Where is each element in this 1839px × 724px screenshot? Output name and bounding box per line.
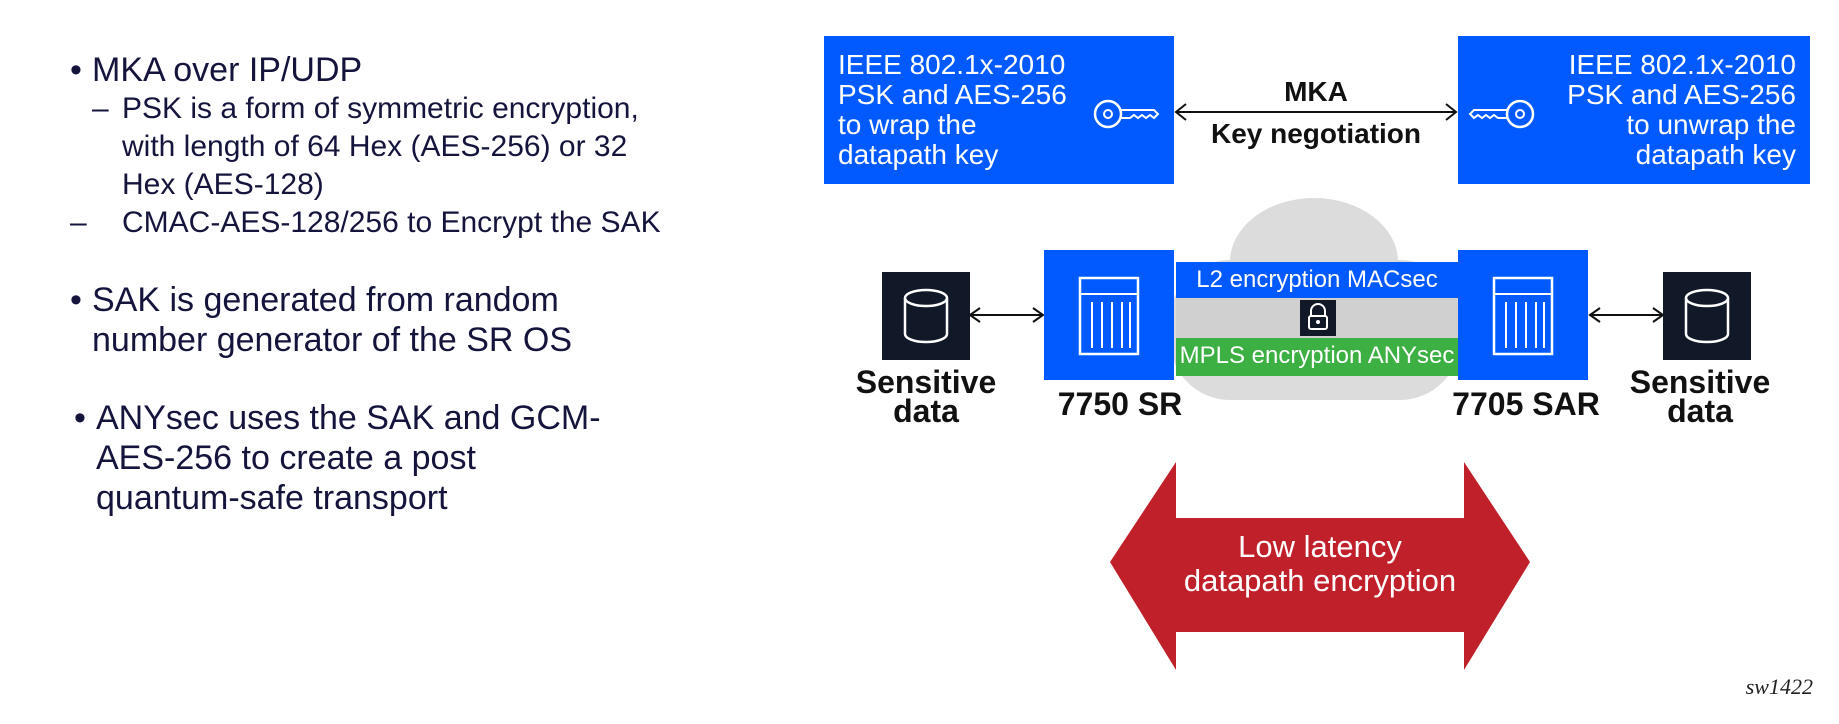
bullet-list: •MKA over IP/UDP –PSK is a form of symme…	[70, 50, 790, 518]
database-right	[1663, 272, 1751, 360]
link-arrow-left	[968, 307, 1045, 323]
right-key-box: IEEE 802.1x-2010 PSK and AES-256 to unwr…	[1458, 36, 1810, 184]
bullet-sak: •SAK is generated from random number gen…	[70, 281, 573, 359]
sub-bullet-psk: –PSK is a form of symmetric encryption, …	[92, 92, 639, 201]
router-7705-sar	[1458, 250, 1588, 380]
sub-bullet-cmac: –CMAC-AES-128/256 to Encrypt the SAK	[70, 206, 661, 239]
router-7750-label: 7750 SR	[1057, 386, 1183, 422]
macsec-band	[1176, 262, 1458, 298]
left-data-label: Sensitive data	[855, 364, 997, 429]
lock-icon	[1300, 300, 1336, 336]
mka-arrow	[1174, 103, 1458, 121]
latency-arrow	[1110, 462, 1530, 670]
anysec-band	[1176, 338, 1458, 376]
key-icon	[1093, 99, 1160, 129]
database-icon	[1684, 288, 1730, 344]
link-arrow-right	[1588, 307, 1665, 323]
database-icon	[903, 288, 949, 344]
bullet-mka-text: MKA over IP/UDP	[92, 51, 363, 89]
mka-subtitle: Key negotiation	[1210, 118, 1421, 149]
bullet-mka: •MKA over IP/UDP	[70, 51, 363, 89]
mka-title: MKA	[1284, 76, 1348, 107]
figure-id: sw1422	[1745, 674, 1813, 699]
latency-arrow-label: Low latency datapath encryption	[1183, 529, 1457, 598]
bullet-anysec: •ANYsec uses the SAK and GCM- AES-256 to…	[74, 399, 601, 517]
macsec-label: L2 encryption MACsec	[1196, 266, 1438, 293]
router-icon	[1492, 276, 1554, 356]
router-icon	[1078, 276, 1140, 356]
anysec-label: MPLS encryption ANYsec	[1179, 342, 1455, 369]
router-7705-label: 7705 SAR	[1452, 386, 1600, 422]
key-icon	[1468, 99, 1535, 129]
database-left	[882, 272, 970, 360]
router-7750-sr	[1044, 250, 1174, 380]
left-key-box: IEEE 802.1x-2010 PSK and AES-256 to wrap…	[824, 36, 1174, 184]
right-data-label: Sensitive data	[1629, 364, 1771, 429]
